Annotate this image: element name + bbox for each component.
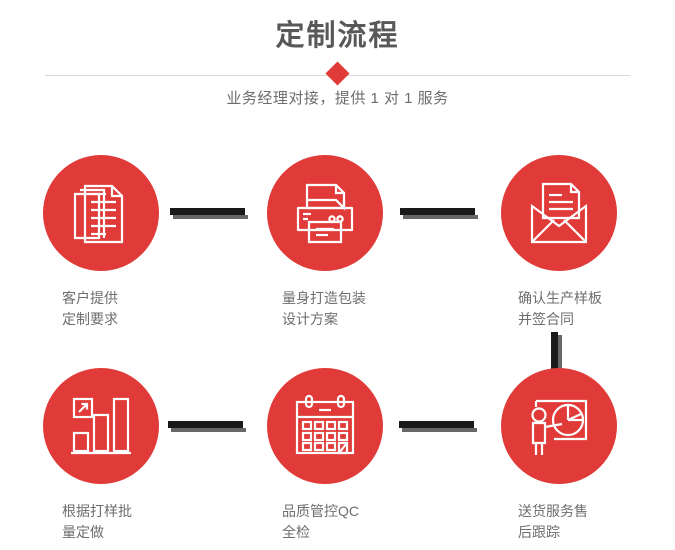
connector-bar [170, 208, 245, 215]
flow-step-1-circle[interactable] [43, 155, 159, 271]
flow-step-6[interactable]: 送货服务售 后跟踪 [455, 368, 655, 543]
connector-step3-step6 [551, 332, 562, 373]
flow-step-3-circle[interactable] [501, 155, 617, 271]
connector-bar [168, 421, 243, 428]
flow-step-2[interactable]: 量身打造包装 设计方案 [225, 155, 425, 330]
process-flow: 客户提供 定制要求 [0, 130, 675, 550]
connector-bar [551, 332, 558, 370]
connector-step4-step5 [168, 421, 246, 432]
connector-step5-step6 [399, 421, 477, 432]
flow-step-5-circle[interactable] [267, 368, 383, 484]
title-divider [0, 61, 675, 90]
connector-bar [400, 208, 475, 215]
connector-step1-step2 [170, 208, 248, 219]
connector-shadow [173, 215, 248, 219]
flow-step-4-label: 根据打样批 量定做 [62, 503, 132, 540]
connector-shadow [558, 335, 562, 373]
flow-step-5-label: 品质管控QC 全检 [282, 503, 359, 540]
header-section: 定制流程 业务经理对接，提供 1 对 1 服务 [0, 0, 675, 130]
flow-step-1[interactable]: 客户提供 定制要求 [0, 155, 200, 330]
page-title: 定制流程 [275, 20, 400, 52]
flow-step-6-label: 送货服务售 后跟踪 [518, 503, 588, 540]
flow-step-1-label: 客户提供 定制要求 [62, 290, 118, 327]
connector-shadow [402, 428, 477, 432]
flow-step-4-circle[interactable] [43, 368, 159, 484]
flow-step-6-circle[interactable] [501, 368, 617, 484]
flow-step-5[interactable]: 品质管控QC 全检 [225, 368, 425, 543]
connector-shadow [171, 428, 246, 432]
flow-step-2-label: 量身打造包装 设计方案 [282, 290, 366, 327]
flow-step-2-circle[interactable] [267, 155, 383, 271]
flow-step-3-label: 确认生产样板 并签合同 [518, 290, 602, 327]
connector-step2-step3 [400, 208, 478, 219]
diamond-marker-icon [325, 61, 350, 86]
flow-step-4[interactable]: 根据打样批 量定做 [0, 368, 200, 543]
connector-bar [399, 421, 474, 428]
connector-shadow [403, 215, 478, 219]
flow-step-3[interactable]: 确认生产样板 并签合同 [455, 155, 655, 330]
header-subtitle: 业务经理对接，提供 1 对 1 服务 [226, 90, 449, 107]
